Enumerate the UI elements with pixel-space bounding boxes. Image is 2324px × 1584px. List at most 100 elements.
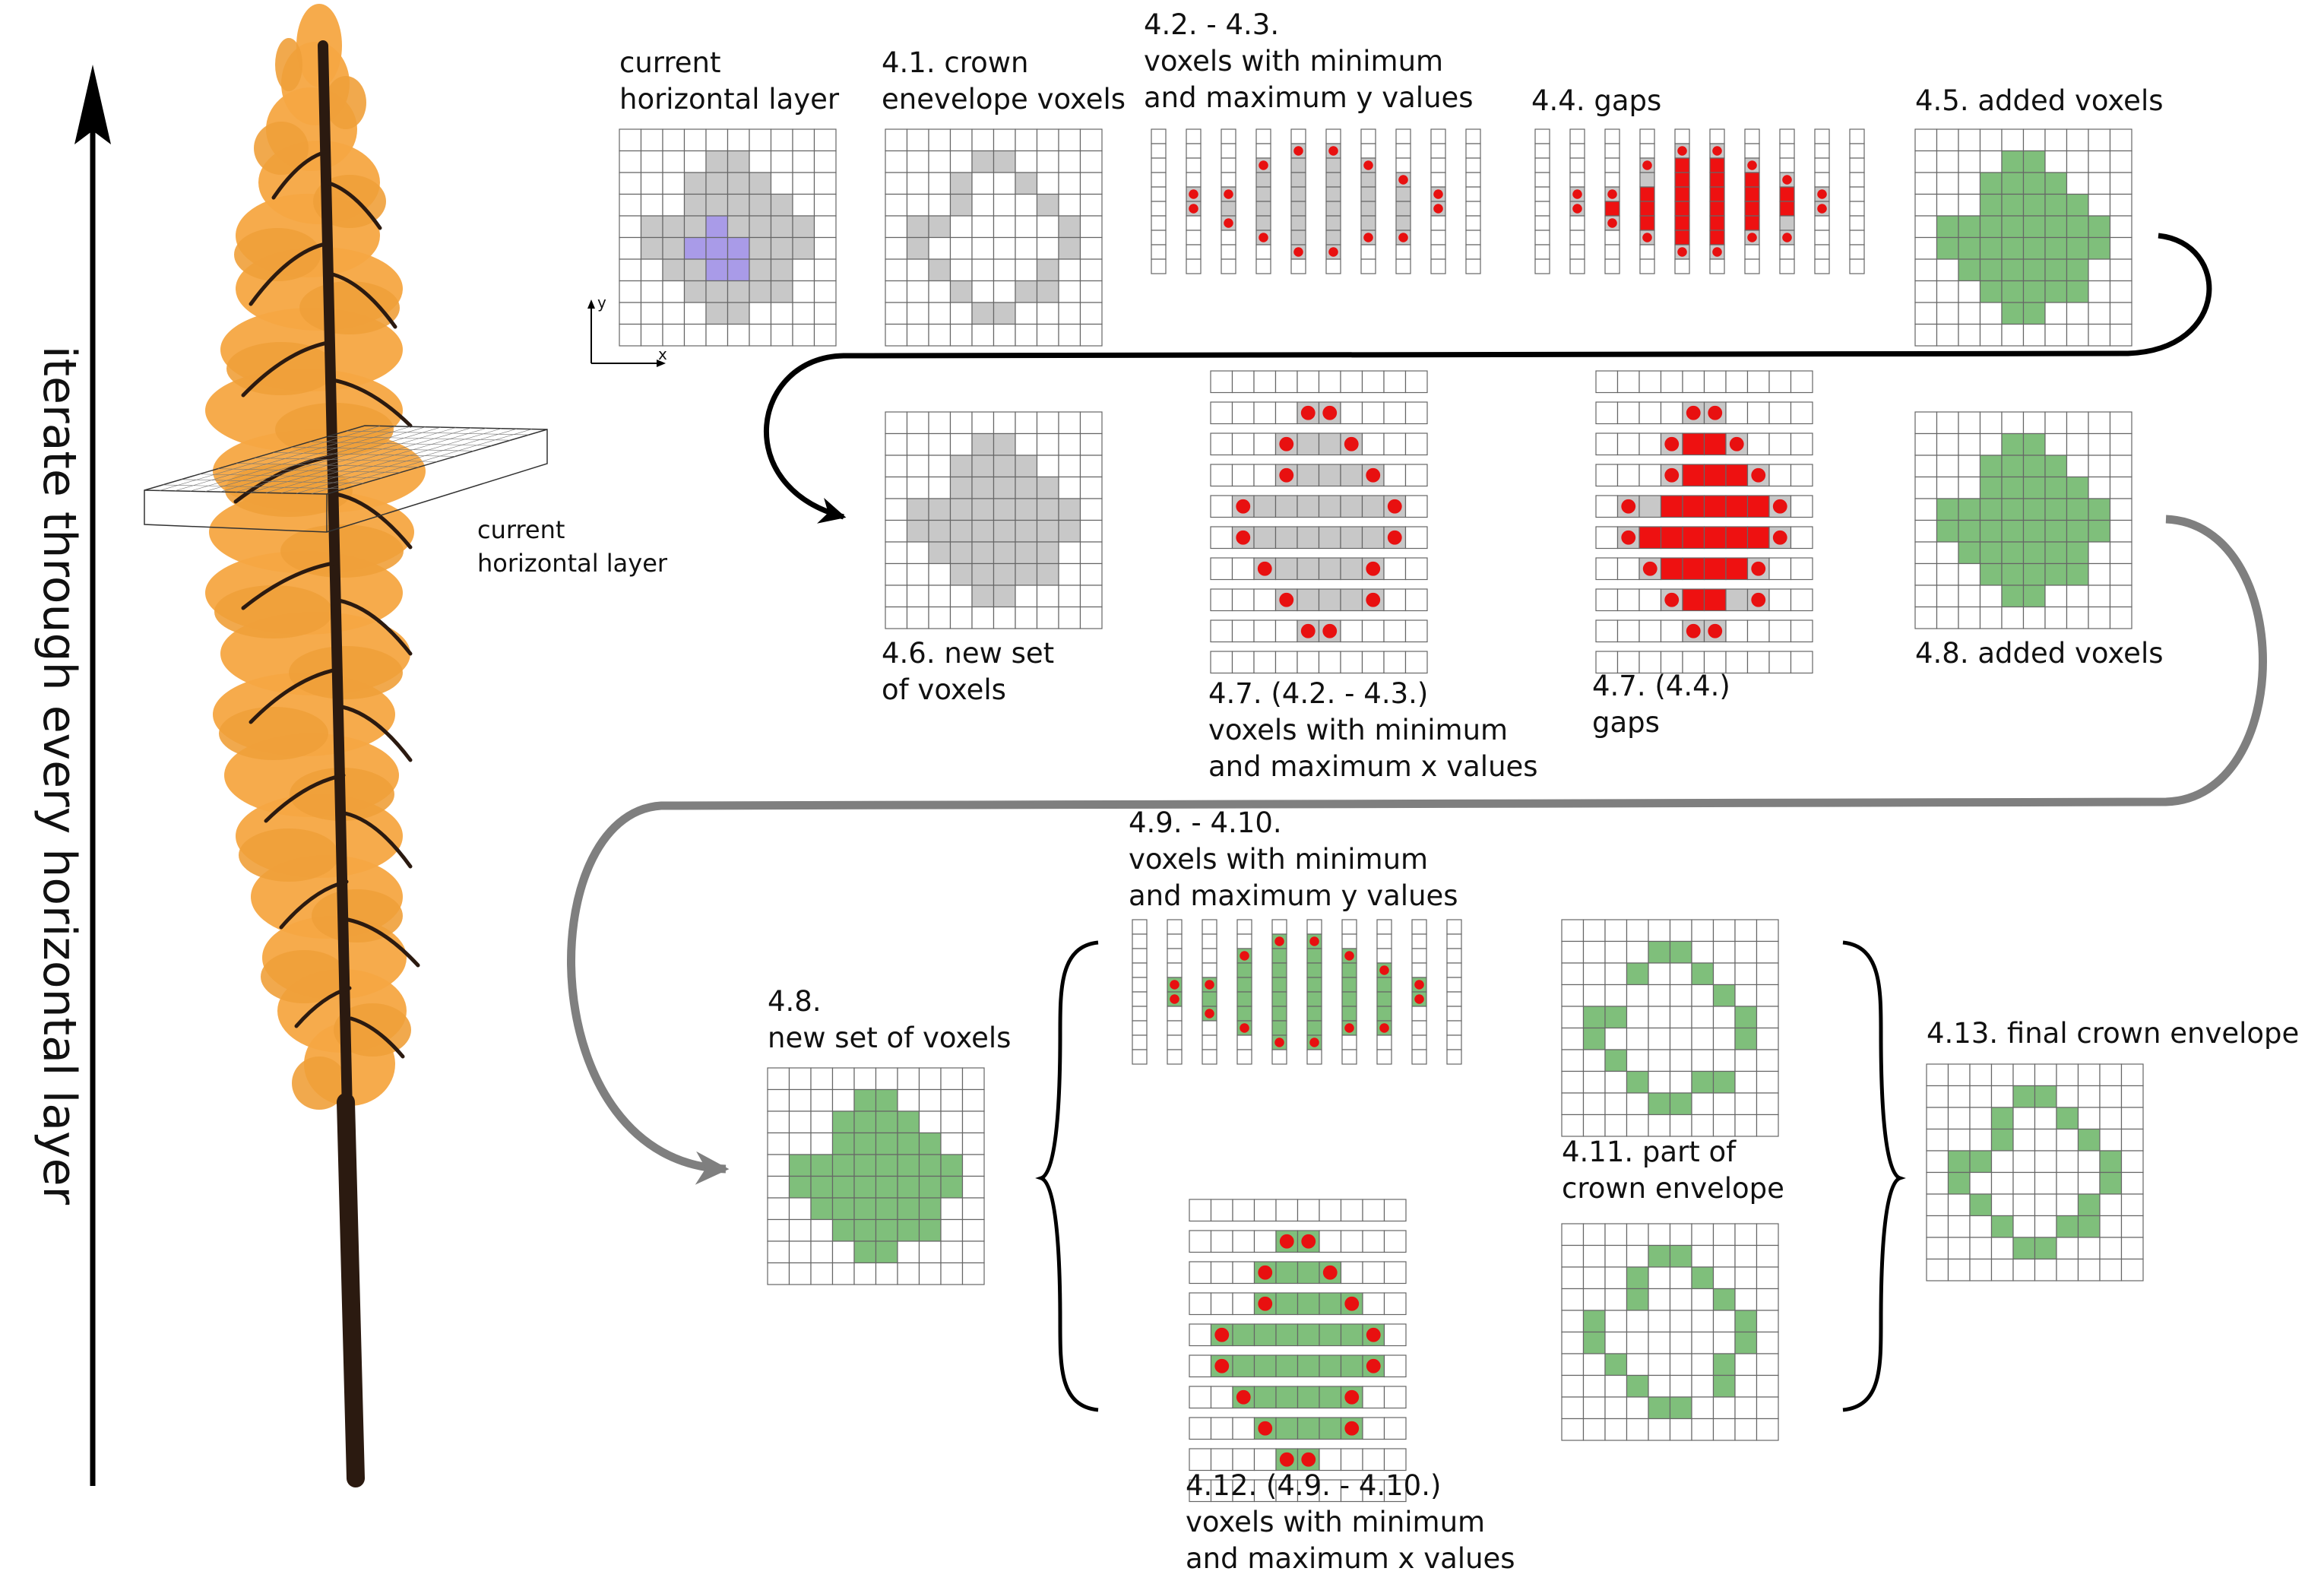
tree-trunk-lower — [337, 1093, 365, 1487]
grid-current-layer — [619, 128, 837, 347]
extreme-voxel-marker — [1309, 1038, 1319, 1047]
tree-branch — [271, 150, 328, 200]
extreme-voxel-marker — [1664, 436, 1680, 451]
extreme-voxel-marker — [1387, 530, 1402, 545]
tree-branch — [346, 917, 420, 968]
foliage-blob — [219, 707, 328, 760]
extreme-voxel-marker — [1607, 218, 1617, 228]
grid-4-13-final-envelope — [1926, 1063, 2144, 1281]
extreme-voxel-marker — [1398, 175, 1408, 185]
extreme-voxel-marker — [1664, 467, 1680, 483]
p49-label-line: and maximum y values — [1129, 879, 1458, 912]
p412-label-line: voxels with minimum — [1186, 1506, 1485, 1538]
tree-branch — [249, 667, 343, 724]
p48a-label-line: 4.8. added voxels — [1915, 637, 2164, 670]
extreme-voxel-marker — [1274, 936, 1284, 946]
extreme-voxel-marker — [1344, 1023, 1354, 1033]
extreme-voxel-marker — [1664, 592, 1680, 607]
tree-layer-label-2: horizontal layer — [477, 549, 668, 578]
extreme-voxel-marker — [1279, 1234, 1294, 1249]
extreme-voxel-marker — [1293, 247, 1303, 257]
extreme-voxel-marker — [1747, 233, 1757, 242]
extreme-voxel-marker — [1236, 1389, 1251, 1405]
iterate-label: iterate through every horizontal layer — [33, 346, 86, 1205]
extreme-voxel-marker — [1366, 1358, 1381, 1373]
tree-illustration — [205, 4, 426, 1487]
xy-axis-indicator: y x — [587, 293, 667, 367]
foliage-blob — [280, 524, 404, 578]
extreme-voxel-marker — [1214, 1358, 1230, 1373]
p47b-label-line: 4.7. (4.4.) — [1592, 670, 1730, 702]
p47a-label-line: 4.7. (4.2. - 4.3.) — [1208, 677, 1428, 710]
extreme-voxel-marker — [1366, 1327, 1381, 1342]
grid-4-4-gaps — [1534, 128, 1865, 274]
foliage-blob — [254, 122, 309, 175]
extreme-voxel-marker — [1366, 561, 1381, 576]
extreme-voxel-marker — [1677, 247, 1687, 257]
p42-label-line: voxels with minimum — [1144, 45, 1443, 78]
p412-label-line: 4.12. (4.9. - 4.10.) — [1186, 1469, 1441, 1502]
extreme-voxel-marker — [1189, 204, 1198, 214]
foliage-blob — [214, 585, 333, 638]
extreme-voxel-marker — [1366, 467, 1381, 483]
tree-branch — [249, 241, 331, 306]
p411-label-line: crown envelope — [1562, 1172, 1784, 1205]
axis-y-label: y — [597, 293, 606, 312]
extreme-voxel-marker — [1398, 233, 1408, 242]
extreme-voxel-marker — [1322, 405, 1338, 420]
tree-branch — [331, 378, 413, 428]
grid-4-7-min-max-x — [1210, 370, 1428, 674]
extreme-voxel-marker — [1309, 936, 1319, 946]
tree-branch — [337, 598, 413, 656]
extreme-voxel-marker — [1344, 1296, 1360, 1311]
extreme-voxel-marker — [1751, 561, 1766, 576]
extreme-voxel-marker — [1344, 1421, 1360, 1436]
tree-branch — [233, 454, 337, 504]
extreme-voxel-marker — [1642, 233, 1652, 242]
extreme-voxel-marker — [1258, 1265, 1273, 1280]
extreme-voxel-marker — [1712, 146, 1722, 156]
extreme-voxel-marker — [1224, 189, 1233, 199]
grid-4-8-added — [1914, 411, 2132, 629]
extreme-voxel-marker — [1387, 499, 1402, 514]
extreme-voxel-marker — [1301, 1234, 1316, 1249]
grid-4-12-min-max-x — [1189, 1199, 1407, 1503]
extreme-voxel-marker — [1258, 1421, 1273, 1436]
extreme-voxel-marker — [1236, 530, 1251, 545]
extreme-voxel-marker — [1433, 189, 1443, 199]
iterate-arrow — [74, 65, 111, 1486]
extreme-voxel-marker — [1751, 467, 1766, 483]
grid-4-9-min-max-y — [1132, 919, 1462, 1065]
extreme-voxel-marker — [1240, 951, 1249, 961]
extreme-voxel-marker — [1572, 204, 1582, 214]
extreme-voxel-marker — [1708, 405, 1723, 420]
extreme-voxel-marker — [1642, 561, 1658, 576]
grid-4-5-added — [1914, 128, 2132, 347]
extreme-voxel-marker — [1366, 592, 1381, 607]
grid-4-11-part-x — [1561, 1223, 1779, 1441]
tree-layer-label-1: current — [477, 515, 565, 544]
extreme-voxel-marker — [1328, 146, 1338, 156]
flow-arrow-2 — [567, 515, 2267, 1185]
foliage-blob — [226, 342, 336, 395]
extreme-voxel-marker — [1712, 247, 1722, 257]
tree-branch — [294, 986, 352, 1028]
p45-label-line: 4.5. added voxels — [1915, 84, 2164, 117]
p48b-label-line: 4.8. — [768, 985, 822, 1018]
tree-branch — [325, 180, 382, 230]
extreme-voxel-marker — [1322, 1265, 1338, 1280]
p44-label-line: 4.4. gaps — [1531, 84, 1661, 117]
extreme-voxel-marker — [1772, 530, 1787, 545]
foliage-blob — [261, 950, 347, 1003]
p41-label-line: enevelope voxels — [882, 83, 1126, 116]
extreme-voxel-marker — [1572, 189, 1582, 199]
tree-branch — [241, 340, 334, 398]
foliage-blob — [239, 828, 339, 882]
extreme-voxel-marker — [1344, 436, 1359, 451]
foliage-blob — [275, 38, 302, 91]
tree-branch — [349, 1016, 405, 1059]
extreme-voxel-marker — [1621, 530, 1636, 545]
extreme-voxel-marker — [1344, 1389, 1360, 1405]
